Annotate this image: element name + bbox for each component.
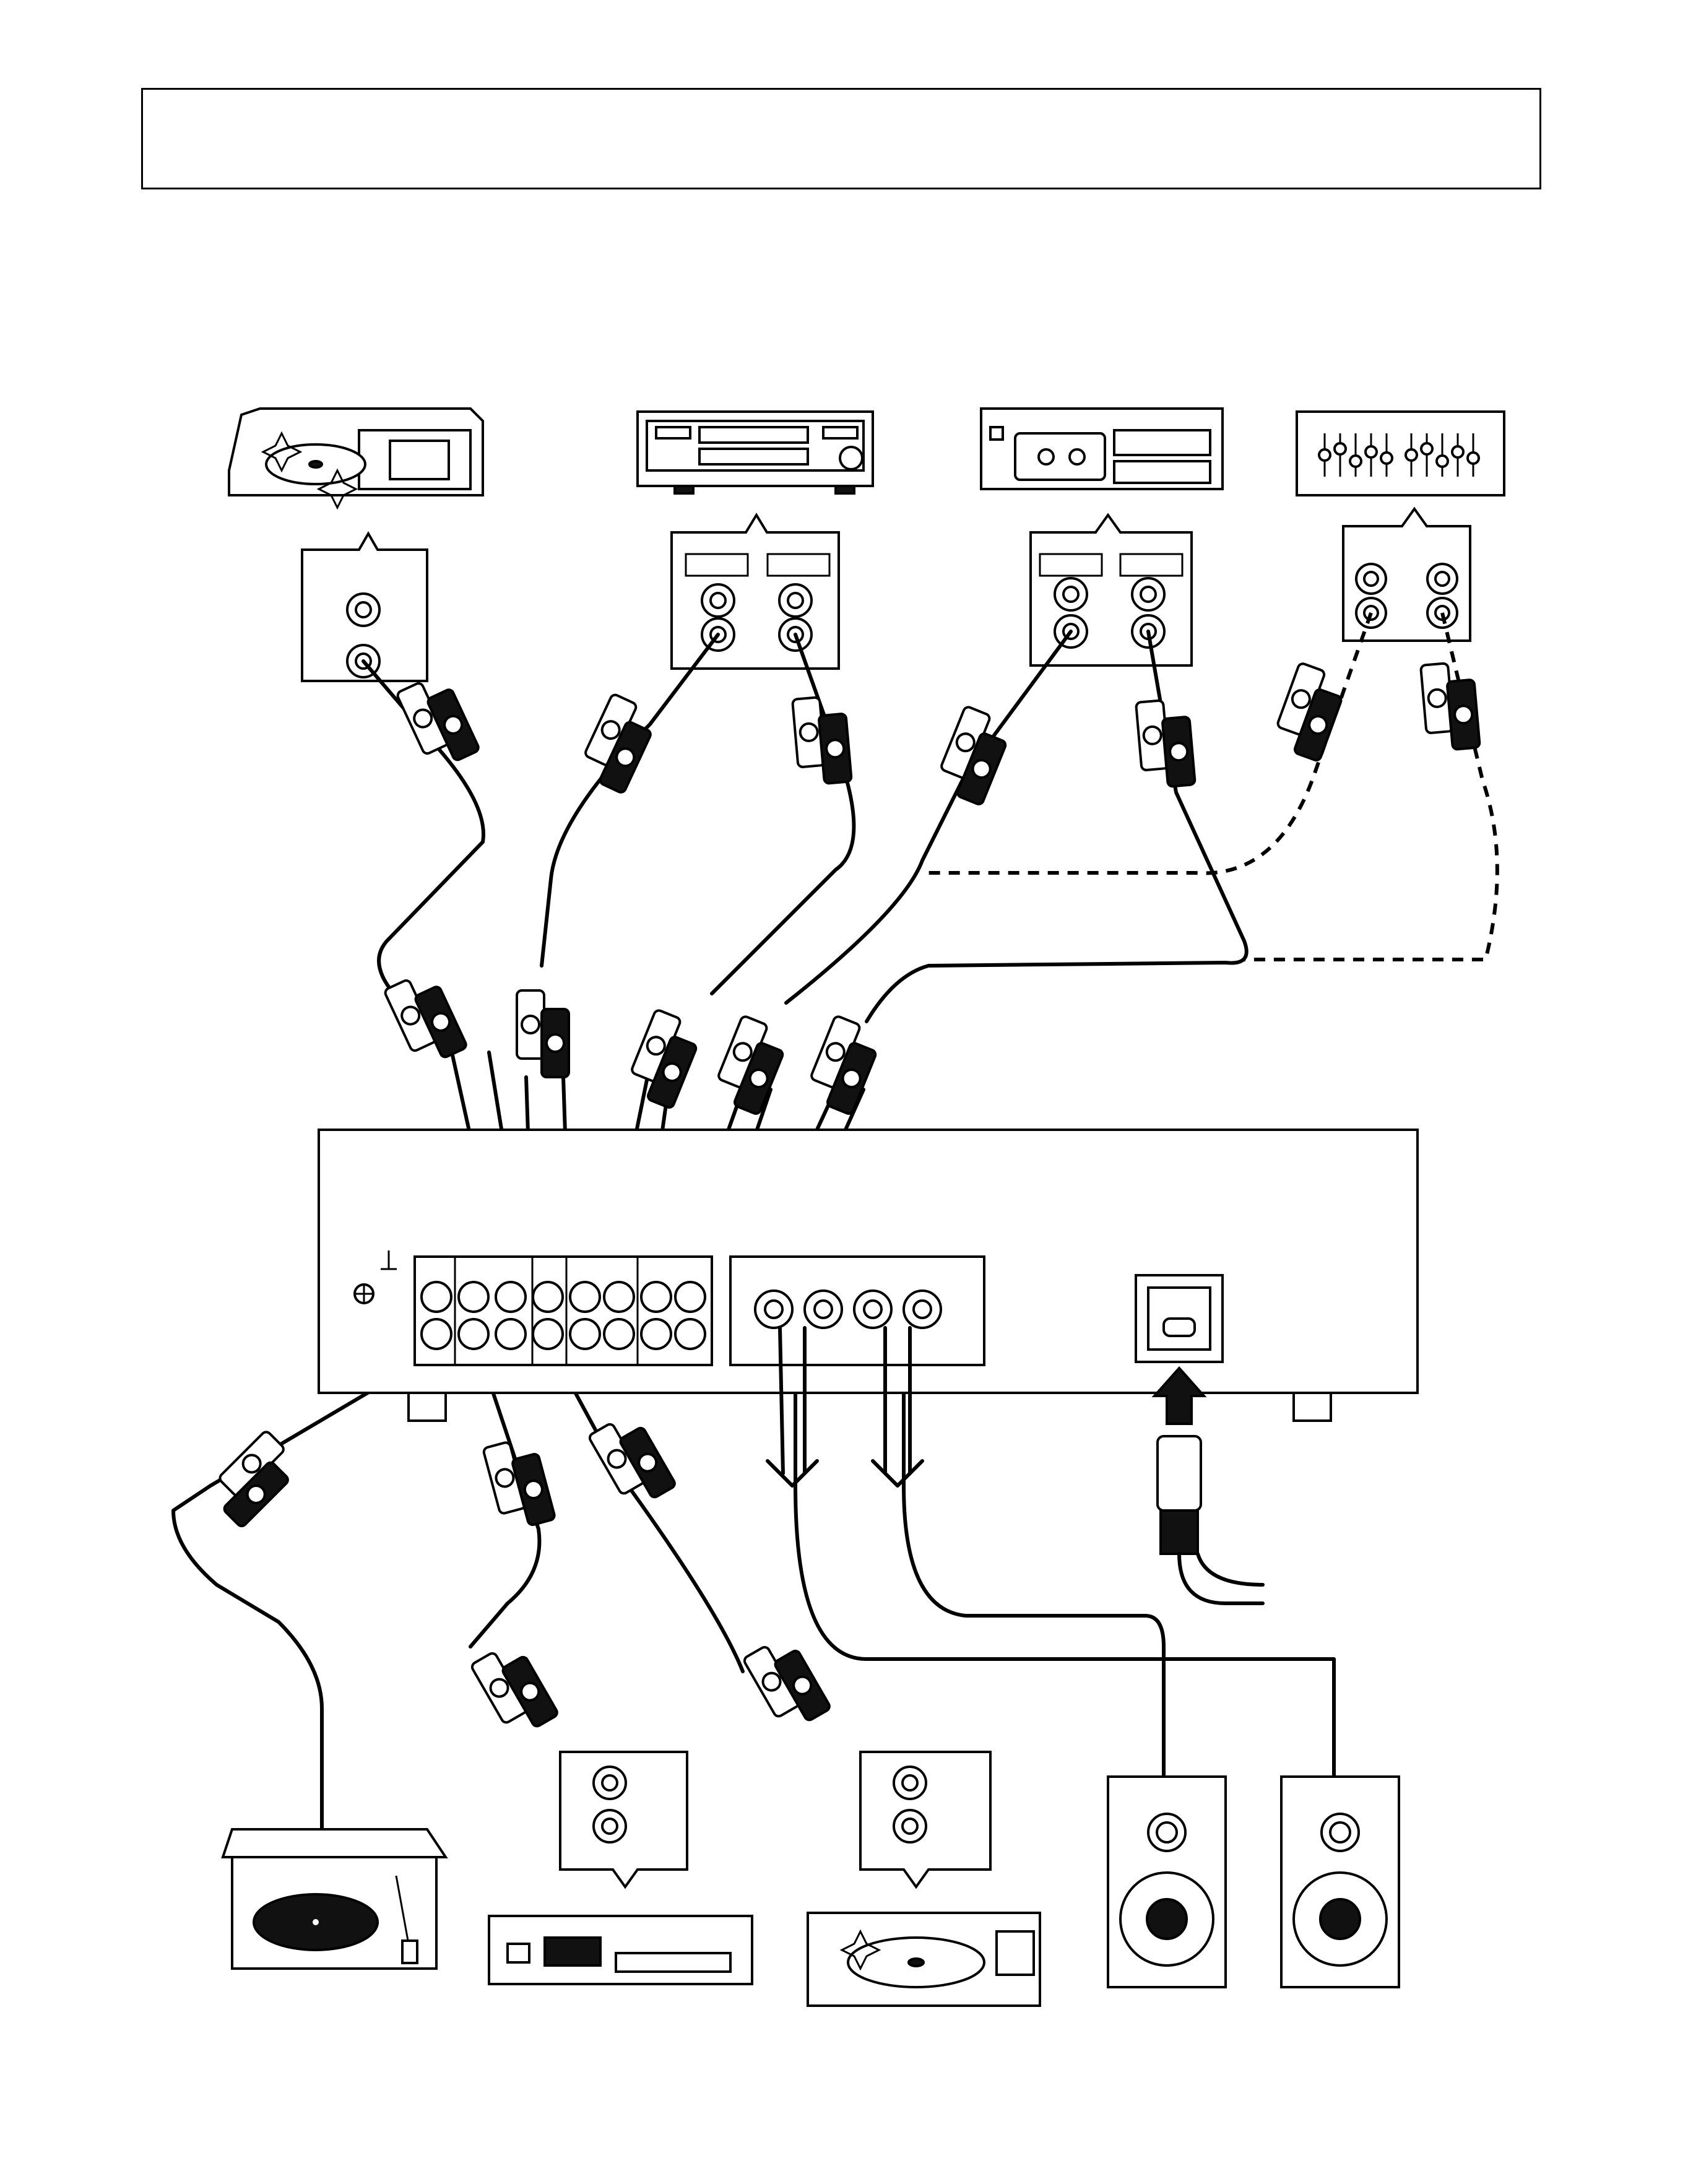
cd-player-bottom-jack-panel bbox=[859, 1751, 992, 1889]
cd-player-bottom-icon bbox=[807, 1912, 1041, 2007]
title-box bbox=[141, 88, 1541, 189]
plug-cluster-cd-bottom-bottom bbox=[742, 1632, 833, 1736]
equalizer-icon bbox=[1296, 410, 1505, 496]
speaker-terminal-block bbox=[729, 1255, 985, 1366]
plug-cluster-amp-1 bbox=[383, 967, 469, 1070]
md-deck-icon bbox=[636, 410, 874, 495]
plug-cluster-md-left bbox=[574, 692, 662, 795]
speaker-wire-connectors bbox=[766, 1326, 924, 1488]
turntable-icon bbox=[221, 1828, 448, 1970]
cd-player-top-icon bbox=[228, 407, 484, 510]
md-deck-jack-panel bbox=[670, 513, 840, 670]
plug-cluster-amp-4 bbox=[709, 1014, 792, 1117]
plug-cluster-tuner-bottom bbox=[469, 1638, 560, 1742]
power-cord-plug bbox=[1156, 1435, 1265, 1605]
cassette-deck-icon bbox=[980, 407, 1224, 490]
plug-cluster-cassette-left bbox=[932, 704, 1015, 807]
cd-player-top-jack-panel bbox=[301, 531, 428, 682]
plug-cluster-eq-left bbox=[1269, 661, 1350, 763]
speaker-right-icon bbox=[1280, 1775, 1400, 1988]
tuner-jack-panel bbox=[559, 1751, 688, 1889]
input-jack-block bbox=[413, 1255, 713, 1366]
ground-terminal bbox=[353, 1250, 397, 1304]
plug-cluster-eq-right bbox=[1419, 659, 1481, 753]
tuner-icon bbox=[488, 1915, 753, 1985]
equalizer-jack-panel bbox=[1342, 506, 1471, 642]
amplifier-rear-panel bbox=[318, 1129, 1419, 1422]
plug-cluster-cd-top bbox=[395, 670, 482, 773]
power-arrow-icon bbox=[1151, 1366, 1207, 1425]
plug-cluster-amp-2 bbox=[516, 989, 570, 1078]
plug-cluster-cd-bottom-top bbox=[587, 1409, 678, 1513]
plug-cluster-turntable bbox=[205, 1430, 303, 1528]
cassette-deck-jack-panel bbox=[1029, 513, 1193, 667]
speaker-left-icon bbox=[1107, 1775, 1227, 1988]
plug-cluster-amp-3 bbox=[622, 1008, 706, 1111]
plug-cluster-cassette-right bbox=[1135, 696, 1197, 791]
plug-cluster-tuner-top bbox=[482, 1434, 557, 1534]
plug-cluster-amp-5 bbox=[802, 1014, 885, 1117]
ac-inlet bbox=[1135, 1274, 1224, 1363]
